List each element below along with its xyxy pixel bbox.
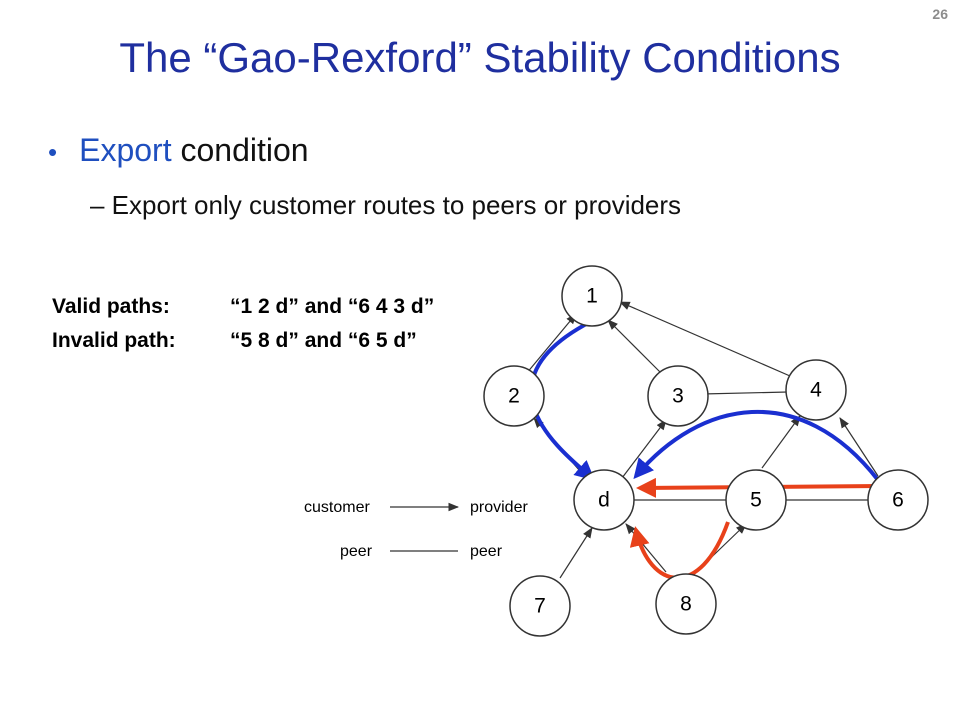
edge-7-to-d: [559, 527, 593, 579]
node-1-label: 1: [586, 285, 598, 308]
node-d-circle: [573, 469, 635, 531]
legend-peer-right-label: peer: [470, 543, 503, 560]
bullet-rest: condition: [171, 132, 309, 168]
slide-title: The “Gao-Rexford” Stability Conditions: [119, 34, 841, 81]
edge-4-to-1: [619, 301, 791, 377]
node-8-label: 8: [680, 593, 692, 616]
valid-paths-value: “1 2 d” and “6 4 3 d”: [230, 295, 435, 318]
bullet-highlight: Export: [79, 132, 172, 168]
invalid-route-5-8-d: [629, 521, 730, 580]
node-7-circle: [509, 575, 571, 637]
node-6-label: 6: [892, 489, 904, 512]
node-5-circle: [725, 469, 787, 531]
valid-route-6-4-3-d: [633, 409, 880, 482]
bullet-export-condition: • Export condition: [48, 132, 309, 169]
node-3-label: 3: [672, 385, 684, 408]
legend: customer provider peer peer: [304, 499, 528, 560]
edge-6-to-4: [839, 417, 879, 477]
node-8-circle: [655, 573, 717, 635]
node-5-label: 5: [750, 489, 762, 512]
edge-8-to-d: [625, 523, 667, 573]
bullet-dot-icon: •: [48, 137, 58, 168]
edge-5-to-4: [761, 415, 801, 469]
node-6-circle: [867, 469, 929, 531]
node-2-circle: [483, 365, 545, 427]
node-2-label: 2: [508, 385, 520, 408]
edge-d-to-3: [621, 419, 667, 479]
path-examples: Valid paths: “1 2 d” and “6 4 3 d” Invali…: [52, 290, 434, 358]
valid-paths-line: Valid paths: “1 2 d” and “6 4 3 d”: [52, 290, 434, 324]
node-3-circle: [647, 365, 709, 427]
edge-2-to-1: [525, 313, 577, 375]
valid-paths-label: Valid paths:: [52, 295, 170, 318]
slide-number: 26: [932, 6, 948, 22]
node-4-label: 4: [810, 379, 822, 402]
invalid-paths-line: Invalid path: “5 8 d” and “6 5 d”: [52, 324, 434, 358]
node-d-label: d: [598, 489, 610, 512]
node-4-circle: [785, 359, 847, 421]
legend-peer-left-label: peer: [340, 543, 373, 560]
edge-3-to-1: [607, 319, 661, 373]
invalid-paths-value: “5 8 d” and “6 5 d”: [230, 329, 417, 352]
peer-edge-3-4: [701, 391, 789, 395]
invalid-paths-label: Invalid path:: [52, 329, 176, 352]
subbullet-export-rule: – Export only customer routes to peers o…: [90, 190, 682, 220]
legend-customer-label: customer: [304, 499, 370, 516]
node-7-label: 7: [534, 595, 546, 618]
legend-provider-label: provider: [470, 499, 528, 516]
node-1-circle: [561, 265, 623, 327]
